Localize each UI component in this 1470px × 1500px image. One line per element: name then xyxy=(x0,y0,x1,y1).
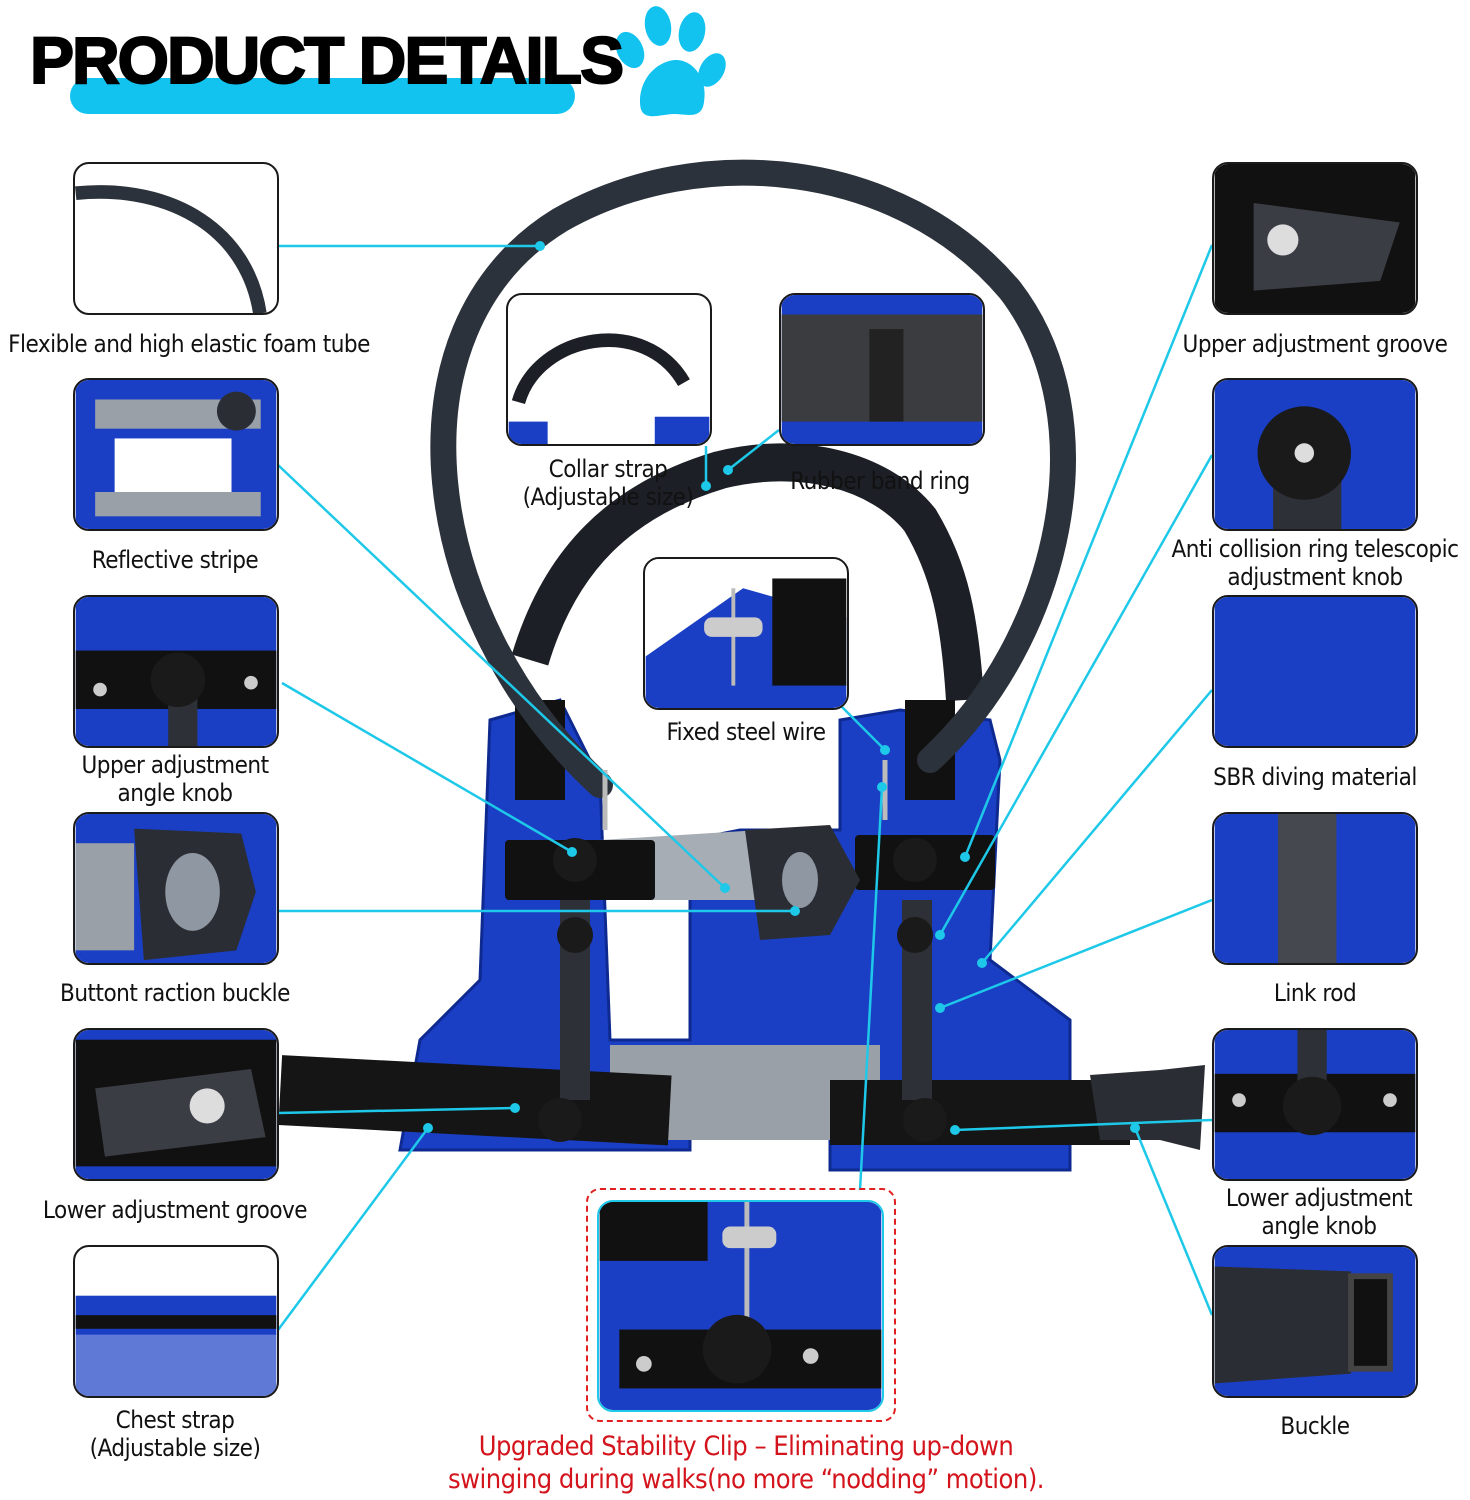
label-reflective-stripe: Reflective stripe xyxy=(91,546,259,574)
thumb-stability-clip xyxy=(597,1200,884,1412)
thumb-lower-groove xyxy=(73,1028,279,1181)
paw-icon xyxy=(615,6,726,117)
connector-lines xyxy=(276,244,1214,1331)
label-link-rod: Link rod xyxy=(1273,979,1357,1007)
label-lower-groove: Lower adjustment groove xyxy=(42,1196,308,1224)
stability-clip-callout-frame xyxy=(586,1188,896,1422)
thumb-upper-knob xyxy=(73,595,279,748)
thumb-buckle xyxy=(1212,1245,1418,1398)
thumb-lower-knob xyxy=(1212,1028,1418,1181)
thumb-link-rod xyxy=(1212,812,1418,965)
thumb-anti-collision-knob xyxy=(1212,378,1418,531)
thumb-upper-groove xyxy=(1212,162,1418,315)
label-rubber-band: Rubber band ring xyxy=(790,467,970,495)
title-highlight-bar xyxy=(70,78,575,114)
thumb-chest-strap xyxy=(73,1245,279,1398)
thumb-raction-buckle xyxy=(73,812,279,965)
foam-tube-ring xyxy=(430,159,1076,798)
label-buckle: Buckle xyxy=(1280,1412,1350,1440)
label-raction-buckle: Buttont raction buckle xyxy=(60,979,290,1007)
label-sbr-material: SBR diving material xyxy=(1213,763,1417,791)
chest-strap-right xyxy=(830,1080,1130,1145)
label-foam-tube: Flexible and high elastic foam tube xyxy=(8,330,370,358)
stability-clip-caption: Upgraded Stability Clip – Eliminating up… xyxy=(447,1431,1045,1495)
label-upper-groove: Upper adjustment groove xyxy=(1182,330,1448,358)
page-title: PRODUCT DETAILS xyxy=(29,22,625,98)
collar-strap xyxy=(511,443,984,702)
label-collar-strap: Collar strap(Adjustable size) xyxy=(522,455,694,511)
label-chest-strap: Chest strap(Adjustable size) xyxy=(89,1406,261,1462)
thumb-rubber-band xyxy=(779,293,985,446)
thumb-collar-strap xyxy=(506,293,712,446)
thumb-steel-wire xyxy=(643,557,849,710)
thumb-sbr-material xyxy=(1212,595,1418,748)
buckle xyxy=(1090,1065,1205,1150)
label-steel-wire: Fixed steel wire xyxy=(666,718,826,746)
thumb-reflective-stripe xyxy=(73,378,279,531)
connector-dots xyxy=(423,241,1140,1135)
thumb-foam-tube xyxy=(73,162,279,315)
